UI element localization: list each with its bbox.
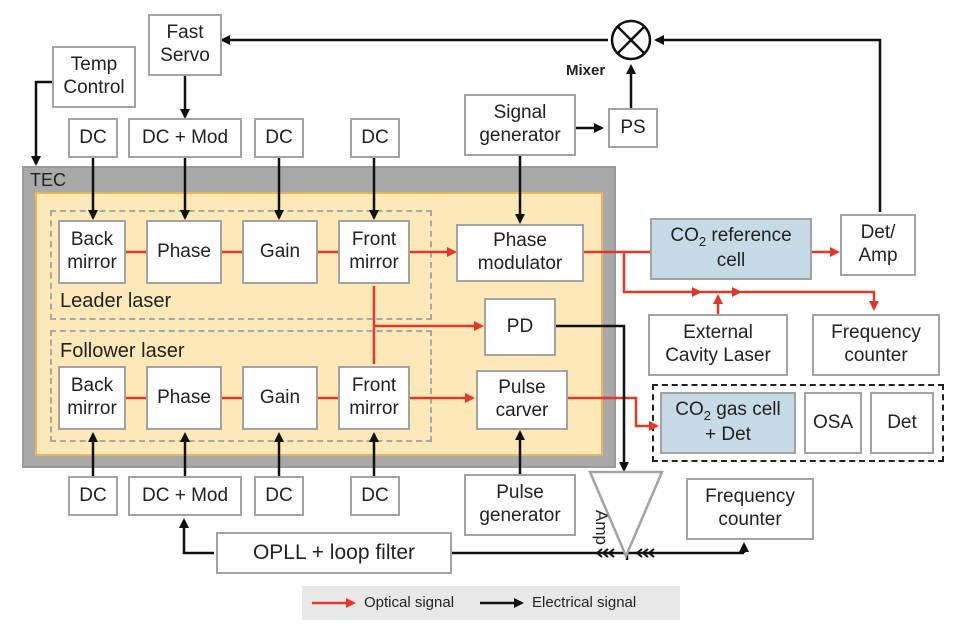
legend-electrical-label: Electrical signal (532, 594, 637, 611)
follower-laser-label: Follower laser (60, 340, 185, 362)
mixer-label: Mixer (566, 62, 606, 79)
ps-box: PS (608, 108, 658, 148)
det-amp-box: Det/Amp (840, 214, 916, 276)
det-box: Det (870, 392, 934, 454)
follower-laser-group (50, 330, 432, 442)
leader-laser-label: Leader laser (60, 290, 172, 312)
dc-box-top-2: DC (254, 118, 304, 158)
follower-phase-box: Phase (146, 366, 222, 430)
mixer-icon (610, 19, 652, 61)
dc-box-top-3: DC (350, 118, 400, 158)
legend-optical-label: Optical signal (364, 594, 455, 611)
legend-arrows (312, 598, 524, 608)
co2-gas-cell-box: CO2 gas cell + Det (660, 392, 796, 454)
dc-box-bottom-2: DC (254, 476, 304, 516)
dc-box-bottom-3: DC (350, 476, 400, 516)
tec-label: TEC (30, 170, 66, 190)
dc-box-top-1: DC (68, 118, 118, 158)
pd-box: PD (484, 298, 556, 356)
opll-loop-filter-box: OPLL + loop filter (216, 532, 452, 574)
legend: Optical signal Electrical signal (302, 586, 680, 620)
co2-reference-cell-box: CO2 reference cell (650, 218, 812, 280)
osa-box: OSA (804, 392, 862, 454)
amplifier-icon (588, 470, 664, 560)
dc-mod-box-bottom: DC + Mod (128, 476, 242, 516)
follower-gain-box: Gain (242, 366, 318, 430)
leader-gain-box: Gain (242, 220, 318, 284)
leader-laser-group (50, 210, 432, 320)
leader-phase-box: Phase (146, 220, 222, 284)
amp-label: Amp (592, 510, 611, 545)
dc-box-bottom-1: DC (68, 476, 118, 516)
dc-mod-box-top: DC + Mod (128, 118, 242, 158)
